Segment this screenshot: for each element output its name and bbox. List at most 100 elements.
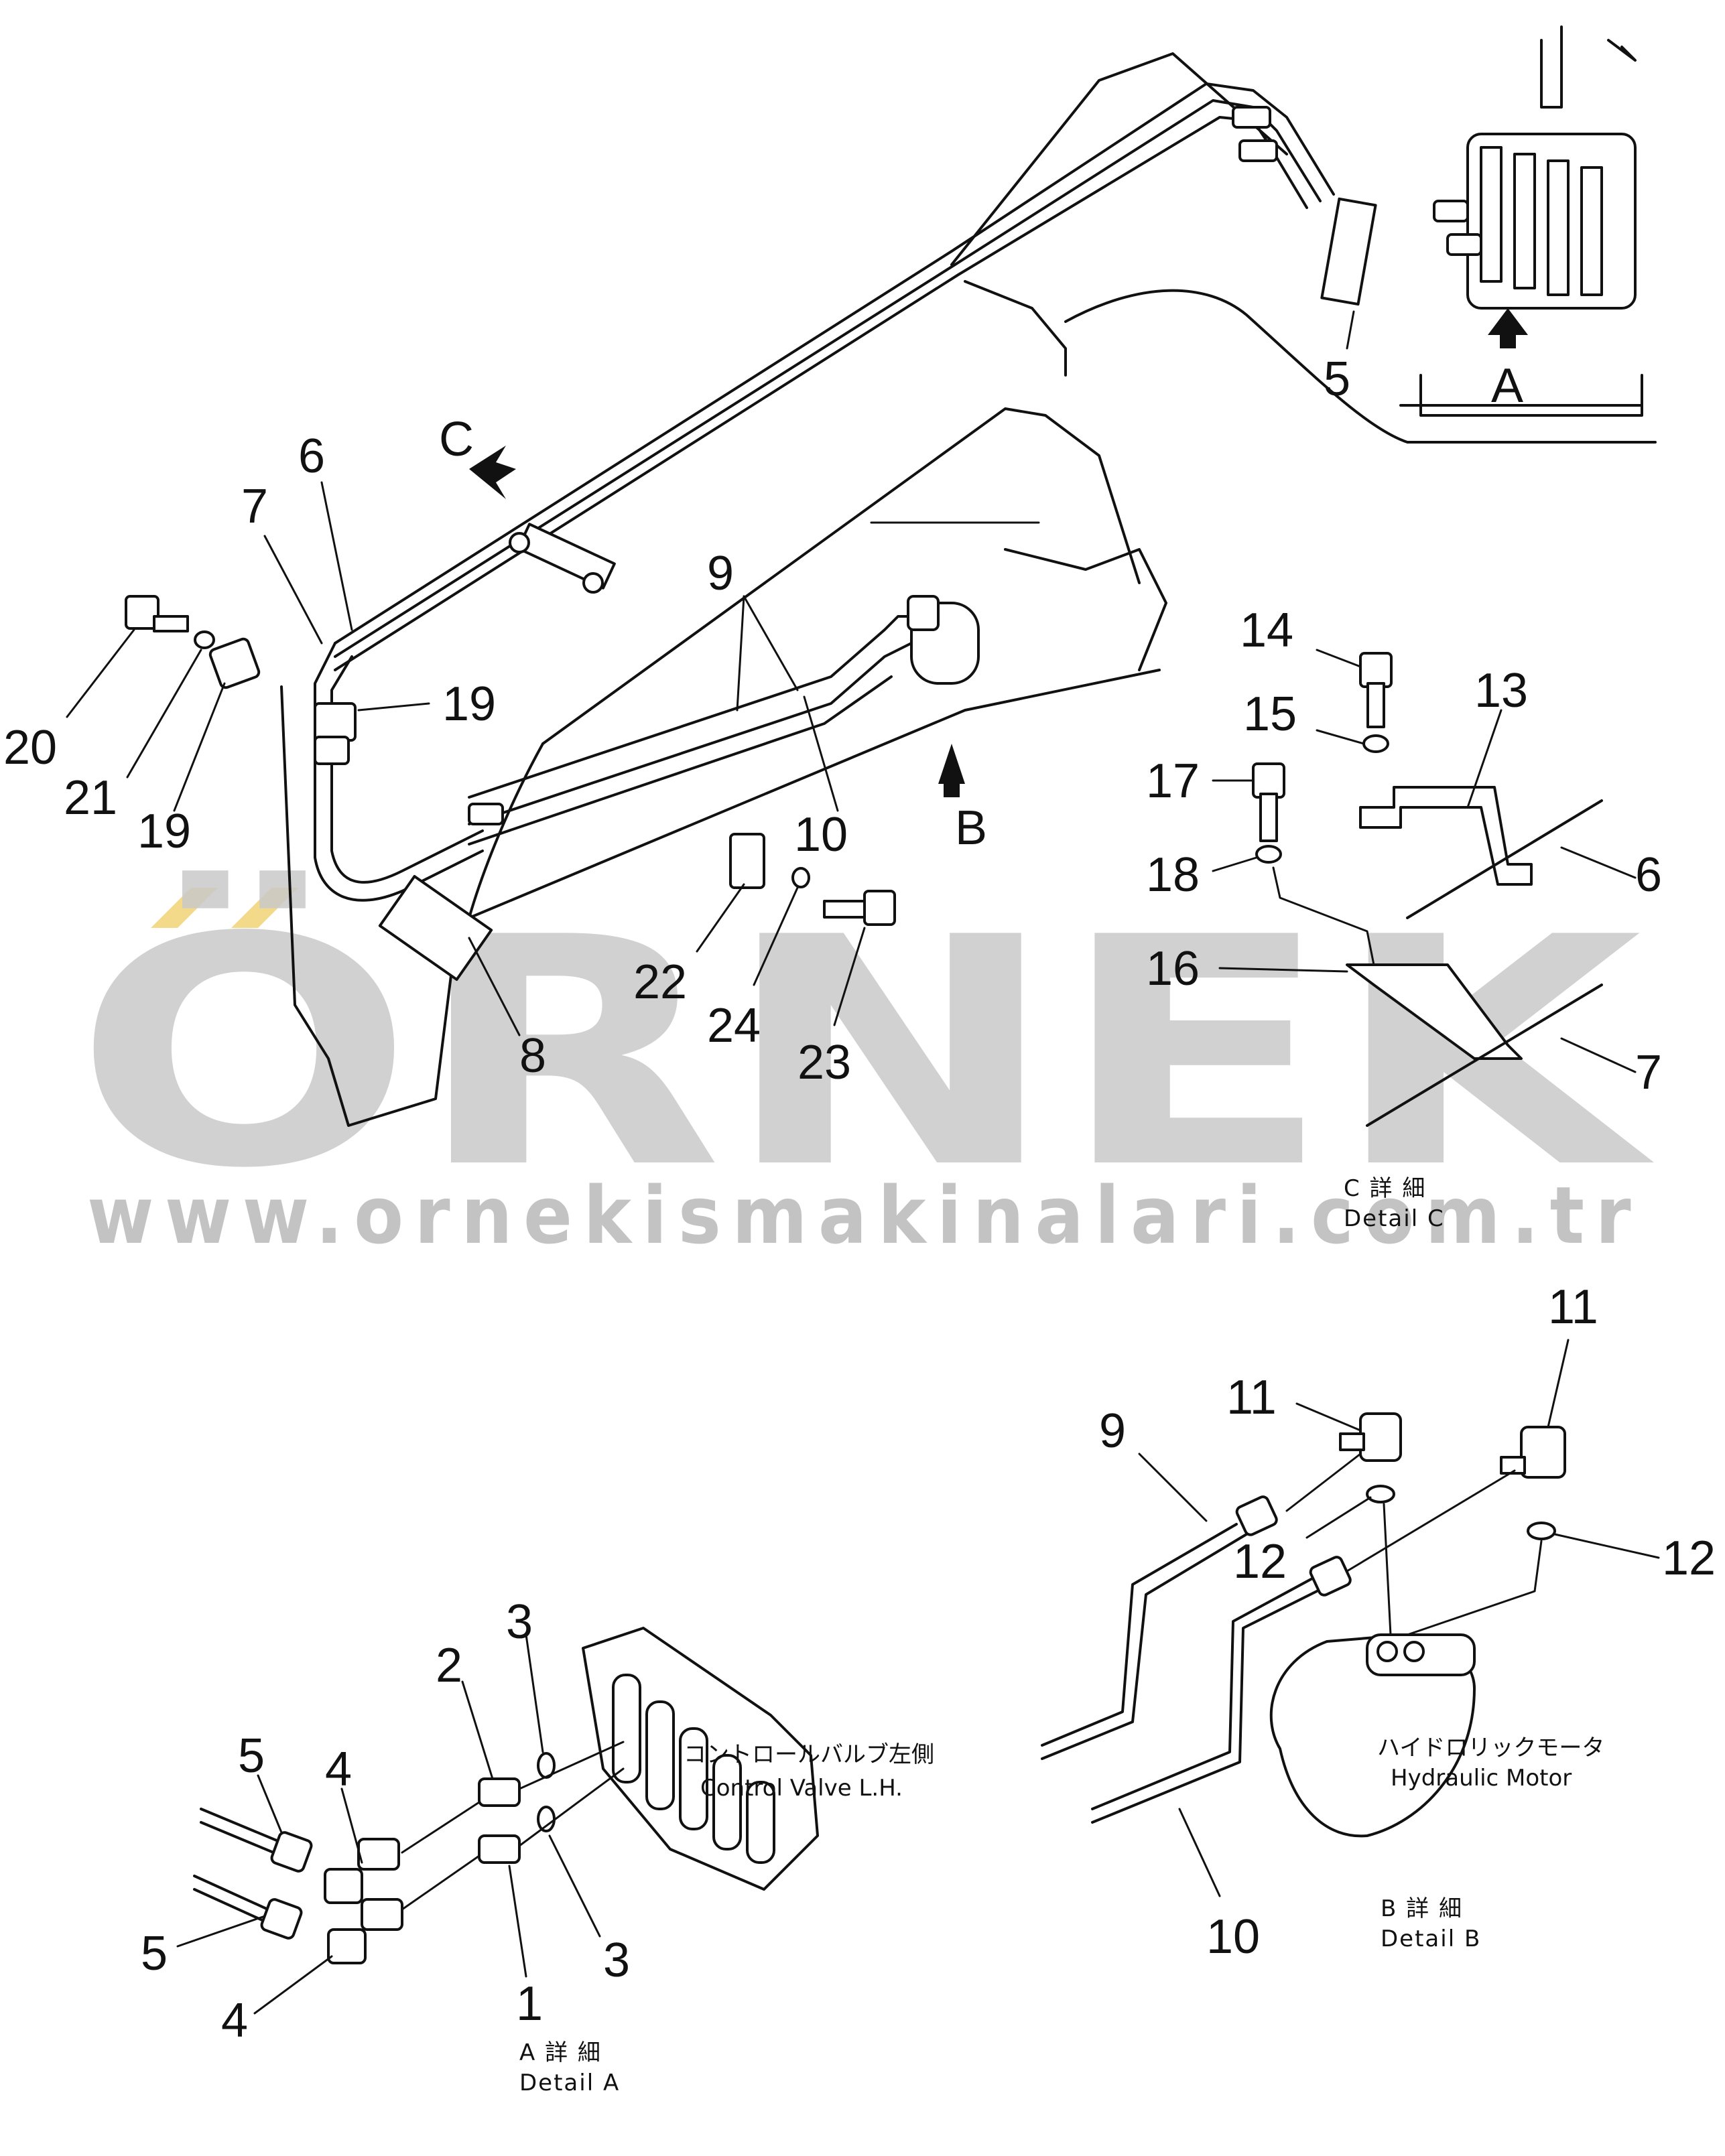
bolt-20-head <box>125 595 159 630</box>
callout-b-11-right: 11 <box>1548 1280 1598 1334</box>
bolt-23 <box>823 890 896 926</box>
clamp-c-bolt-1 <box>509 532 530 553</box>
watermark-brand: ÖRNEK <box>74 867 1657 1237</box>
plate-16 <box>1346 963 1523 1060</box>
callout-a-4-upper: 4 <box>325 1743 352 1796</box>
watermark: ÖRNEK www.ornekismakinalari.com.tr <box>74 867 1657 1262</box>
oring-12-right <box>1527 1522 1556 1540</box>
callout-c-17: 17 <box>1146 754 1200 808</box>
callout-b-9: 9 <box>1099 1404 1126 1458</box>
callout-main-23: 23 <box>797 1036 851 1089</box>
hydraulic-motor-jp: ハイドロリックモータ <box>1377 1735 1604 1761</box>
callout-b-12-left: 12 <box>1233 1535 1287 1589</box>
leader-18 <box>1212 856 1258 872</box>
pipe-6-detail <box>1406 799 1603 919</box>
callout-a-1: 1 <box>516 1977 543 2031</box>
elbow-11-left-body <box>1359 1412 1402 1462</box>
leader-4-upper <box>340 1788 363 1864</box>
fitting-valve-b <box>1238 139 1278 162</box>
clamp-19 <box>314 702 357 742</box>
hose-pair-upper-c <box>334 116 1308 671</box>
leader-12-right <box>1553 1533 1660 1559</box>
elbow-11-left <box>1339 1412 1402 1462</box>
callout-b-11-left: 11 <box>1226 1371 1277 1424</box>
guide-b-1 <box>1383 1503 1392 1636</box>
leader-1 <box>508 1865 527 1978</box>
main-assembly <box>66 25 1657 1127</box>
elbow-4-upper <box>324 1838 400 1904</box>
valve-spool-2 <box>645 1700 675 1810</box>
leader-9a <box>743 595 799 691</box>
washer-18 <box>1255 845 1282 864</box>
callout-c-7: 7 <box>1635 1046 1662 1099</box>
callout-main-22: 22 <box>633 955 687 1009</box>
callout-main-5: 5 <box>1324 352 1350 406</box>
leader-9-b <box>1138 1453 1208 1522</box>
leader-16 <box>1218 967 1348 973</box>
bolt-23-head <box>863 890 896 926</box>
callout-main-21: 21 <box>64 771 117 825</box>
hose-9-main <box>468 615 913 799</box>
callout-main-6: 6 <box>298 429 325 483</box>
control-valve-en: Control Valve L.H. <box>700 1775 903 1802</box>
callout-b-10: 10 <box>1206 1910 1260 1964</box>
detail-a-jp: A 詳 細 <box>519 2039 602 2066</box>
bolt-20 <box>125 595 189 632</box>
fitting-valve-d <box>1446 233 1482 256</box>
callout-a-4-lower: 4 <box>221 1994 248 2047</box>
callout-c-13: 13 <box>1474 664 1528 718</box>
callout-a-3-upper: 3 <box>506 1595 533 1649</box>
hose-pair-upper-b <box>334 99 1322 658</box>
pipe-9-detail-b <box>1041 1533 1248 1760</box>
guide-b-3 <box>1285 1453 1362 1512</box>
bracket-13 <box>1359 786 1533 886</box>
hose-8-loop <box>330 655 484 884</box>
leader-5 <box>1346 310 1355 350</box>
bolt-17 <box>1252 762 1285 842</box>
valve-section-top-3 <box>1547 159 1570 296</box>
valve-section-top-4 <box>1580 166 1603 296</box>
leader-9b <box>736 595 745 712</box>
detail-a <box>176 1627 819 2015</box>
motor-port-1 <box>1377 1641 1398 1662</box>
detail-a-en: Detail A <box>519 2070 620 2096</box>
control-valve-jp: コントロールバルブ左側 <box>684 1741 934 1768</box>
hose-9-10-extra <box>468 675 893 846</box>
pipe-10-detail-b <box>1091 1587 1325 1824</box>
callout-main-19-right: 19 <box>442 677 496 731</box>
valve-spool-4 <box>712 1754 742 1850</box>
nut-9 <box>1235 1495 1278 1536</box>
callout-main-24: 24 <box>707 999 761 1053</box>
leader-15 <box>1316 729 1365 745</box>
callout-main-19-left: 19 <box>137 805 191 858</box>
leader-3-lower <box>548 1834 601 1938</box>
view-label-c: C <box>439 413 474 466</box>
callout-c-14: 14 <box>1240 604 1293 657</box>
leader-6-c <box>1560 846 1637 879</box>
callout-labels: 5 A C 6 7 9 19 20 21 19 10 B 22 24 23 8 … <box>3 352 1716 2047</box>
detail-c <box>1212 649 1637 1127</box>
oring-12-left <box>1366 1485 1395 1503</box>
left-frame <box>280 685 457 1127</box>
leader-13 <box>1466 709 1503 809</box>
hose-tag-8 <box>378 874 493 982</box>
pipe-9-detail-b-2 <box>1041 1523 1238 1747</box>
callout-a-3-lower: 3 <box>603 1934 630 1987</box>
fitting-valve-a <box>1232 106 1271 129</box>
elbow-4-lower-a <box>327 1928 367 1964</box>
adapter-2 <box>478 1777 521 1807</box>
bolt-23-shank <box>823 900 869 919</box>
guide-b-2 <box>1406 1540 1543 1636</box>
bolt-14-shank <box>1366 682 1385 728</box>
valve-section-top-1 <box>1480 146 1503 283</box>
hose-5-lower-b <box>193 1875 269 1911</box>
washer-15 <box>1362 734 1389 753</box>
guide-a-1 <box>401 1741 625 1911</box>
callout-a-5-upper: 5 <box>238 1729 265 1783</box>
hose-pair-upper-a <box>334 82 1335 645</box>
view-label-b: B <box>955 801 987 855</box>
dash-guide-c1 <box>1272 866 1375 966</box>
leader-11-right <box>1547 1339 1570 1428</box>
clamp-c-bolt-2 <box>582 572 604 594</box>
